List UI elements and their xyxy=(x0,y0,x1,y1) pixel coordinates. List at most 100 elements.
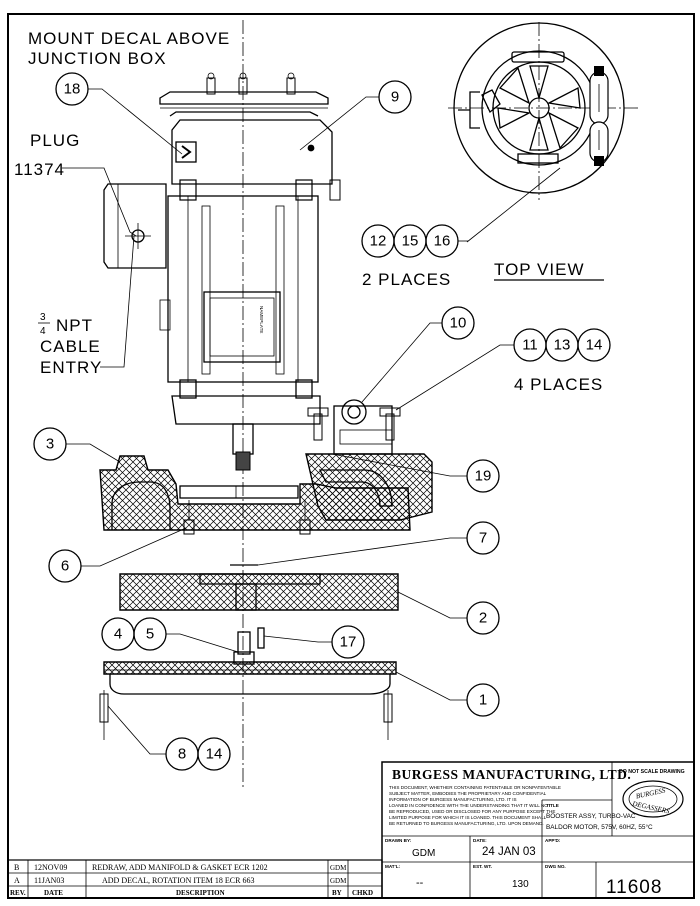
svg-text:1: 1 xyxy=(479,692,487,709)
svg-text:BE RETURNED TO BURGESS MANUFAC: BE RETURNED TO BURGESS MANUFACTURING, LT… xyxy=(389,821,544,826)
svg-text:5: 5 xyxy=(146,626,154,643)
drawn-by-value: GDM xyxy=(412,848,435,859)
base-plate xyxy=(119,564,399,611)
places-4-label: 4 PLACES xyxy=(514,375,603,394)
svg-text:18: 18 xyxy=(64,81,81,98)
rev-row-a-date: 11JAN03 xyxy=(34,876,64,885)
balloon-9: 9 xyxy=(378,80,412,114)
balloon-3: 3 xyxy=(33,427,67,461)
cable-label: CABLE xyxy=(40,337,101,356)
mount-decal-note-line1: MOUNT DECAL ABOVE xyxy=(28,29,230,48)
balloon-16: 16 xyxy=(425,224,459,258)
svg-text:14: 14 xyxy=(586,337,603,354)
burgess-degassers-logo: BURGESS DEGASSERS xyxy=(622,780,684,818)
fasteners xyxy=(233,627,265,665)
matl-value: -- xyxy=(416,877,424,889)
rev-header-date: DATE xyxy=(44,889,63,897)
balloon-19: 19 xyxy=(466,459,500,493)
svg-text:DEGASSERS: DEGASSERS xyxy=(631,800,671,816)
svg-text:10: 10 xyxy=(450,315,467,332)
balloon-6: 6 xyxy=(48,549,82,583)
rev-row-a-by: GDM xyxy=(330,877,347,885)
drawing-title-line1: BOOSTER ASSY, TURBO-VAC xyxy=(546,813,636,820)
top-view-label: TOP VIEW xyxy=(494,260,585,279)
drawn-by-label: DRAWN BY: xyxy=(385,838,412,843)
npt-label: NPT xyxy=(56,316,93,335)
svg-text:13: 13 xyxy=(554,337,571,354)
balloon-18: 18 xyxy=(55,72,89,106)
svg-text:19: 19 xyxy=(475,468,492,485)
balloon-13: 13 xyxy=(545,328,579,362)
npt-fraction-num: 3 xyxy=(40,312,46,323)
junction-box xyxy=(103,183,167,269)
svg-text:SUBJECT MATTER, EMBODIES THE P: SUBJECT MATTER, EMBODIES THE PROPRIETARY… xyxy=(389,791,547,796)
svg-text:16: 16 xyxy=(434,233,451,250)
places-2-label: 2 PLACES xyxy=(362,270,451,289)
svg-text:17: 17 xyxy=(340,634,357,651)
disclaimer: THIS DOCUMENT, WHETHER CONTAINING PATENT… xyxy=(389,785,561,826)
date-value: 24 JAN 03 xyxy=(482,846,536,858)
svg-text:2: 2 xyxy=(479,610,487,627)
svg-text:INFORMATION OF BURGESS MANUFAC: INFORMATION OF BURGESS MANUFACTURING, LT… xyxy=(389,797,517,802)
balloon-5: 5 xyxy=(133,617,167,651)
plug-label: PLUG xyxy=(30,131,80,150)
date-label: DATE: xyxy=(473,838,487,843)
svg-text:3: 3 xyxy=(46,436,54,453)
mount-decal-note-line2: JUNCTION BOX xyxy=(28,49,167,68)
bottom-plate xyxy=(99,661,397,740)
top-view-drawing xyxy=(448,22,640,243)
nameplate-label: NAMEPLATE xyxy=(259,306,264,333)
svg-text:8: 8 xyxy=(178,746,186,763)
balloon-15: 15 xyxy=(393,224,427,258)
rev-row-a-desc: ADD DECAL, ROTATION ITEM 18 ECR 663 xyxy=(102,876,254,885)
svg-text:11: 11 xyxy=(522,337,538,354)
balloon-14-lower: 14 xyxy=(197,737,231,771)
plug-number: 11374 xyxy=(14,160,65,179)
rev-header-rev: REV. xyxy=(10,889,26,897)
svg-text:THIS DOCUMENT, WHETHER CONTAIN: THIS DOCUMENT, WHETHER CONTAINING PATENT… xyxy=(389,785,561,790)
matl-label: MAT'L: xyxy=(385,864,401,869)
rev-row-a-rev: A xyxy=(14,876,20,885)
revision-table: B 12NOV09 REDRAW, ADD MANIFOLD & GASKET … xyxy=(7,859,383,899)
rev-header-description: DESCRIPTION xyxy=(176,889,225,897)
balloon-14-upper: 14 xyxy=(577,328,611,362)
svg-text:9: 9 xyxy=(391,89,399,106)
balloon-17: 17 xyxy=(331,625,365,659)
balloon-4: 4 xyxy=(101,617,135,651)
title-label: TITLE xyxy=(546,803,559,808)
appd-label: APP'D: xyxy=(545,838,561,843)
svg-text:LOANED IN CONFIDENCE WITH THE: LOANED IN CONFIDENCE WITH THE UNDERSTAND… xyxy=(389,803,551,808)
svg-text:12: 12 xyxy=(370,233,387,250)
rev-header-by: BY xyxy=(332,889,342,897)
entry-label: ENTRY xyxy=(40,358,102,377)
svg-text:6: 6 xyxy=(61,558,69,575)
rev-row-b-rev: B xyxy=(14,863,19,872)
motor-side-view: NAMEPLATE xyxy=(159,20,341,790)
balloon-1: 1 xyxy=(466,683,500,717)
svg-text:BE REPRODUCED, USED OR DISCLOS: BE REPRODUCED, USED OR DISCLOSED FOR ANY… xyxy=(389,809,555,814)
svg-text:15: 15 xyxy=(402,233,419,250)
svg-text:LIMITED PURPOSE FOR WHICH IT I: LIMITED PURPOSE FOR WHICH IT IS LOANED. … xyxy=(389,815,547,820)
balloon-8: 8 xyxy=(165,737,199,771)
rev-row-b-date: 12NOV09 xyxy=(34,863,67,872)
dwg-no-label: DWG NO. xyxy=(545,864,566,869)
svg-text:4: 4 xyxy=(114,626,122,643)
est-wt-value: 130 xyxy=(512,879,529,890)
balloon-10: 10 xyxy=(441,306,475,340)
dwg-no-value: 11608 xyxy=(606,877,662,898)
title-block: BURGESS MANUFACTURING, LTD. DO NOT SCALE… xyxy=(381,761,695,899)
est-wt-label: EST. WT. xyxy=(473,864,492,869)
balloon-7: 7 xyxy=(466,521,500,555)
balloon-12: 12 xyxy=(361,224,395,258)
rev-row-b-by: GDM xyxy=(330,864,347,872)
balloon-2: 2 xyxy=(466,601,500,635)
company-name: BURGESS MANUFACTURING, LTD. xyxy=(392,767,631,782)
npt-fraction-den: 4 xyxy=(40,326,46,337)
manifold-housing xyxy=(99,399,433,535)
do-not-scale-note: DO NOT SCALE DRAWING xyxy=(619,769,685,775)
rev-header-chkd: CHKD xyxy=(352,889,373,897)
svg-text:14: 14 xyxy=(206,746,223,763)
balloon-11: 11 xyxy=(513,328,547,362)
drawing-title-line2: BALDOR MOTOR, 575V, 60HZ, 55°C xyxy=(546,823,653,831)
